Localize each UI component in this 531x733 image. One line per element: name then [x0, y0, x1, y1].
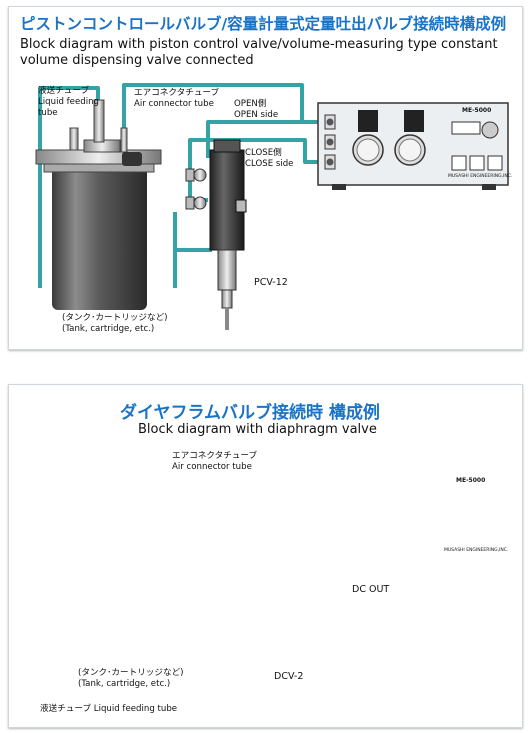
close-side-label-jp: CLOSE側	[245, 148, 282, 158]
pcv-12-label: PCV-12	[254, 277, 288, 288]
dcv-2-label: DCV-2	[274, 671, 304, 682]
air-tube-label-jp: エアコネクタチューブ	[134, 88, 220, 98]
close-side-label-en: CLOSE side	[245, 159, 294, 169]
tank-label-en-1: (Tank, cartridge, etc.)	[62, 324, 155, 334]
dc-out-label: DC OUT	[352, 584, 390, 595]
open-side-label-jp: OPEN側	[234, 99, 267, 109]
title-en-2: Block diagram with diaphragm valve	[138, 422, 377, 437]
controller-me5000-1	[317, 102, 509, 190]
air-connector-tube-open	[122, 83, 330, 158]
controller-brand-2: MUSASHI ENGINEERING,INC.	[444, 548, 509, 553]
air-tube-label-en: Air connector tube	[134, 99, 214, 109]
tank-1	[35, 99, 162, 310]
controller-model-2: ME-5000	[456, 477, 486, 484]
controller-model-1: ME-5000	[462, 107, 492, 114]
diagram-panel-diaphragm	[8, 384, 523, 728]
title-en-1-line2: volume dispensing valve connected	[20, 53, 254, 68]
liquid-tube-label-en2: tube	[38, 108, 58, 118]
liquid-tube-label-2: 液送チューブ Liquid feeding tube	[40, 704, 178, 714]
tank-label-jp-2: (タンク･カートリッジなど)	[78, 668, 184, 678]
title-en-1-line1: Block diagram with piston control valve/…	[20, 37, 498, 52]
liquid-tube-to-valve	[38, 88, 177, 250]
liquid-tube-label-jp: 液送チューブ	[38, 86, 90, 96]
title-jp-2: ダイヤフラムバルブ接続時 構成例	[120, 403, 380, 423]
title-jp-1: ピストンコントロールバルブ/容量計量式定量吐出バルブ接続時構成例	[20, 15, 507, 33]
air-tube-label-jp-2: エアコネクタチューブ	[172, 451, 258, 461]
pcv-12-valve	[185, 139, 247, 330]
liquid-tube-label-en1: Liquid feeding	[38, 97, 99, 107]
open-side-label-en: OPEN side	[234, 110, 279, 120]
controller-brand-1: MUSASHI ENGINEERING,INC.	[448, 174, 513, 179]
tank-label-jp-1: (タンク･カートリッジなど)	[62, 313, 168, 323]
air-tube-label-en-2: Air connector tube	[172, 462, 252, 472]
tank-label-en-2: (Tank, cartridge, etc.)	[78, 679, 171, 689]
